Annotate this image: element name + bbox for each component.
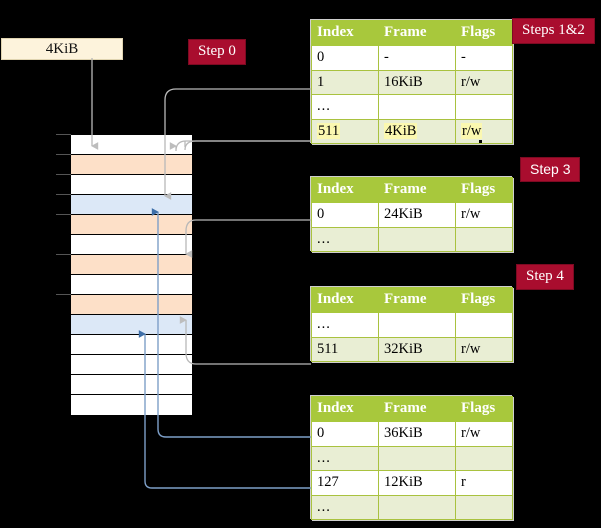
table-cell: 0 — [311, 421, 379, 447]
table-cell: - — [455, 45, 513, 71]
table-row: 0-- — [311, 45, 513, 71]
memory-frame-row — [71, 235, 192, 255]
table-cell — [378, 226, 456, 252]
table-cell: r/w — [455, 421, 513, 447]
table-cell: r/w — [455, 202, 513, 228]
table-cell: r/w — [455, 336, 513, 362]
table-cell: 24KiB — [378, 202, 456, 228]
memory-tick — [56, 154, 71, 155]
memory-tick — [56, 214, 71, 215]
table-cell: ... — [311, 494, 379, 520]
table-row: ... — [311, 445, 513, 471]
memory-tick — [56, 294, 71, 295]
table-cell: r — [455, 470, 513, 496]
memory-frame-row — [71, 295, 192, 315]
memory-frame-row — [71, 375, 192, 395]
table-cell: - — [378, 45, 456, 71]
table-row: ... — [311, 94, 513, 120]
memory-tick — [56, 254, 71, 255]
memory-frame-row — [71, 315, 192, 335]
column-header-index: Index — [311, 287, 379, 313]
table-cell: 16KiB — [378, 69, 456, 95]
memory-frame-row — [71, 275, 192, 295]
table-cell: 1 — [311, 69, 379, 95]
table-cell — [455, 94, 513, 120]
table-row: ... — [311, 312, 513, 338]
memory-frame-row — [71, 395, 192, 415]
table-cell: 127 — [311, 470, 379, 496]
memory-tick — [56, 174, 71, 175]
table-cell — [455, 494, 513, 520]
memory-frame-row — [71, 195, 192, 215]
virtual-address-label: 4KiB — [45, 40, 79, 57]
column-header-frame: Frame — [378, 396, 456, 422]
table-cell — [378, 445, 456, 471]
column-header-index: Index — [311, 177, 379, 203]
memory-frame-row — [71, 355, 192, 375]
table-cell: 12KiB — [378, 470, 456, 496]
memory-frame-row — [71, 175, 192, 195]
table-cell: 4KiB — [378, 118, 456, 144]
wire-table2-to-memory — [185, 219, 311, 258]
column-header-index: Index — [311, 20, 379, 46]
column-header-frame: Frame — [378, 177, 456, 203]
column-header-frame: Frame — [378, 287, 456, 313]
wire-table3-to-memory — [179, 316, 311, 365]
virtual-address-box: 4KiB — [1, 38, 123, 60]
table-cell: 0 — [311, 202, 379, 228]
physical-memory-column — [70, 134, 192, 415]
table-cell — [378, 312, 456, 338]
table-cell: ... — [311, 445, 379, 471]
memory-frame-row — [71, 135, 192, 155]
table-row: ... — [311, 494, 513, 520]
memory-tick — [56, 194, 71, 195]
table-edge-notch — [479, 365, 482, 368]
column-header-flags: Flags — [455, 177, 513, 203]
table-cell: ... — [311, 94, 379, 120]
table-cell — [455, 312, 513, 338]
step-badge-step-3: Step 3 — [521, 158, 580, 181]
table-cell: r/w — [455, 118, 513, 144]
column-header-index: Index — [311, 396, 379, 422]
column-header-flags: Flags — [455, 287, 513, 313]
table-cell: 32KiB — [378, 336, 456, 362]
table-cell: ... — [311, 312, 379, 338]
table-cell — [378, 94, 456, 120]
table-cell: 36KiB — [378, 421, 456, 447]
table-row: ... — [311, 226, 513, 252]
memory-tick — [56, 134, 71, 135]
memory-frame-row — [71, 335, 192, 355]
column-header-flags: Flags — [455, 20, 513, 46]
table-cell — [378, 494, 456, 520]
table-cell: 511 — [311, 118, 379, 144]
step-badge-step-4: Step 4 — [517, 265, 573, 289]
table-cell: ... — [311, 226, 379, 252]
step-badge-steps-1-2: Steps 1&2 — [513, 19, 594, 43]
memory-frame-row — [71, 155, 192, 175]
column-header-frame: Frame — [378, 20, 456, 46]
memory-frame-row — [71, 255, 192, 275]
table-cell — [455, 445, 513, 471]
step-badge-step-0: Step 0 — [189, 40, 245, 64]
table-edge-notch — [479, 140, 482, 143]
table-cell: r/w — [455, 69, 513, 95]
column-header-flags: Flags — [455, 396, 513, 422]
table-cell — [455, 226, 513, 252]
wire-table1-to-memory — [169, 140, 311, 152]
table-cell: 0 — [311, 45, 379, 71]
table-cell: 511 — [311, 336, 379, 362]
memory-frame-row — [71, 215, 192, 235]
